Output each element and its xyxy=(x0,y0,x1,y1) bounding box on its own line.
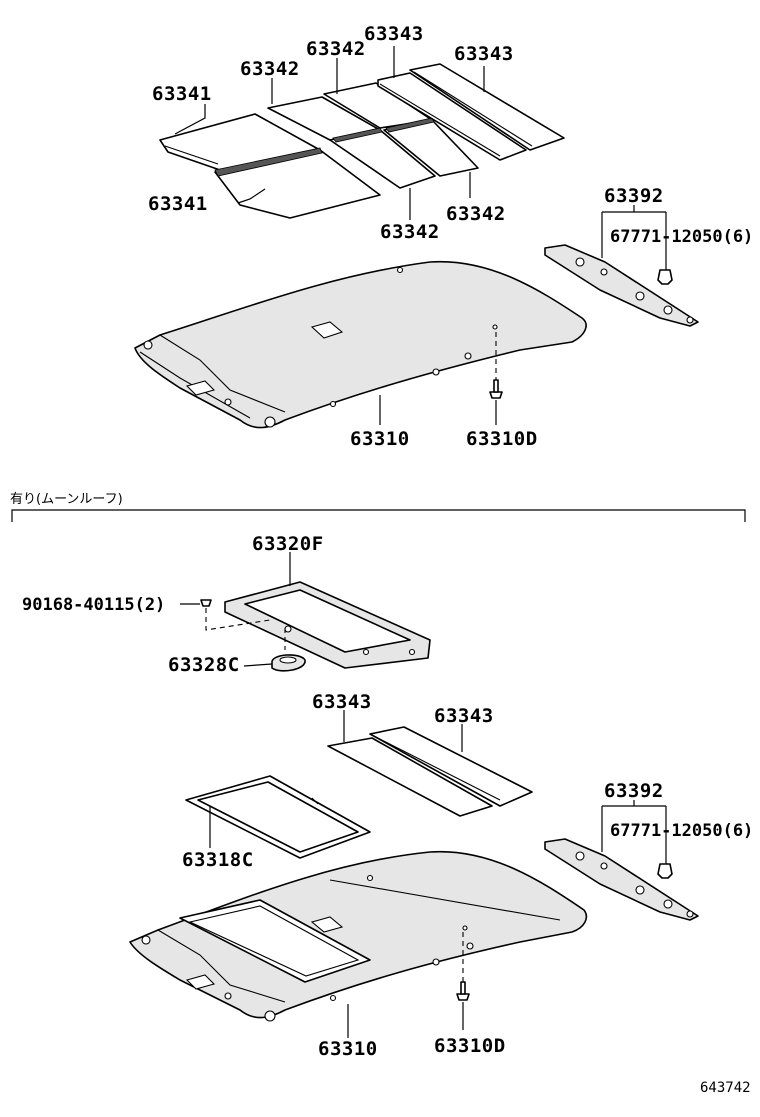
pad-63343-lower-a xyxy=(327,737,493,817)
bracket-63392-lower xyxy=(544,838,699,921)
label-63342-a: 63342 xyxy=(240,58,300,80)
label-63310D-lower: 63310D xyxy=(434,1035,506,1057)
pad-63342-b xyxy=(329,127,436,189)
label-63341-b: 63341 xyxy=(148,193,208,215)
label-63343-lower-a: 63343 xyxy=(312,691,372,713)
label-63310-upper: 63310 xyxy=(350,428,410,450)
label-63341-a: 63341 xyxy=(152,83,212,105)
pad-63343-b xyxy=(409,63,565,151)
screw-90168 xyxy=(200,599,271,631)
clip-63310D-upper xyxy=(489,332,503,399)
headlining-63310-upper xyxy=(134,260,587,429)
label-63310-lower: 63310 xyxy=(318,1038,378,1060)
label-67771-lower: 67771-12050(6) xyxy=(610,821,753,841)
garnish-63318C xyxy=(185,775,371,859)
fastener-67771-upper xyxy=(657,269,673,285)
sunroof-frame-63320F xyxy=(224,581,431,669)
headlining-63310-lower xyxy=(129,850,588,1022)
label-63392-lower: 63392 xyxy=(604,780,664,802)
label-90168: 90168-40115(2) xyxy=(22,595,165,615)
pad-63343-lower-b xyxy=(369,726,533,807)
pad-63343-a xyxy=(377,72,527,161)
label-63392-upper: 63392 xyxy=(604,185,664,207)
cap-63328C xyxy=(271,628,306,672)
pad-63341-lower xyxy=(214,147,381,219)
label-63310D-upper: 63310D xyxy=(466,428,538,450)
label-63342-d: 63342 xyxy=(446,203,506,225)
label-63328C: 63328C xyxy=(168,654,240,676)
label-63318C: 63318C xyxy=(182,849,254,871)
label-63343-a: 63343 xyxy=(364,23,424,45)
diagram-ref-number: 643742 xyxy=(700,1080,751,1096)
pad-63342-d xyxy=(383,117,479,177)
label-67771-upper: 67771-12050(6) xyxy=(610,227,753,247)
leaders-lower xyxy=(180,552,667,1038)
fastener-67771-lower xyxy=(657,863,673,879)
leaders-upper xyxy=(174,46,667,425)
clip-63310D-lower xyxy=(456,932,470,1001)
label-63342-c: 63342 xyxy=(380,221,440,243)
bracket-63392-upper xyxy=(544,244,699,327)
label-63342-b: 63342 xyxy=(306,38,366,60)
section-title: 有り(ムーンルーフ) xyxy=(10,492,123,507)
section-bracket xyxy=(11,509,746,522)
label-63320F: 63320F xyxy=(252,533,324,555)
label-63343-b: 63343 xyxy=(454,43,514,65)
label-63343-lower-b: 63343 xyxy=(434,705,494,727)
